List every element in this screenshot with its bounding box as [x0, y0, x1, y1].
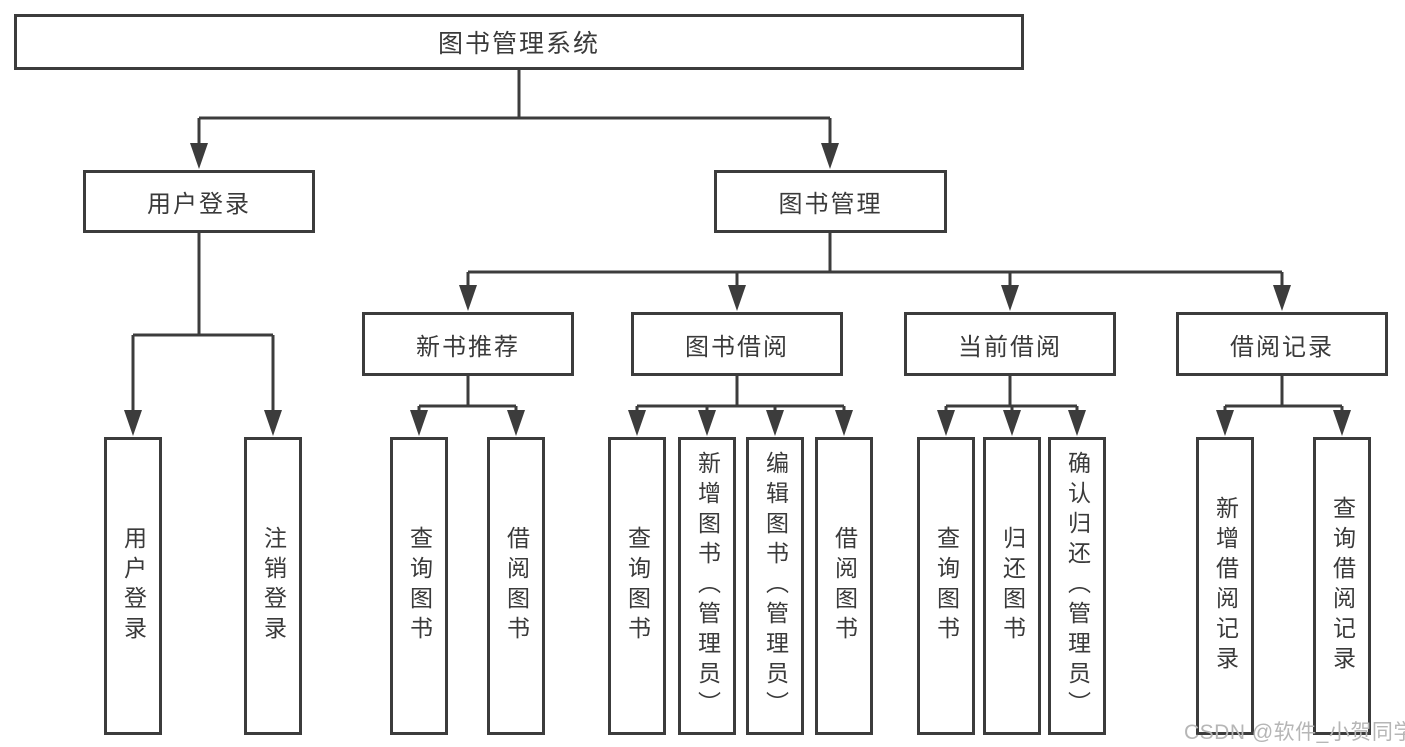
leaf-confirm-return-admin: 确认归还（管理员）: [1048, 437, 1106, 735]
leaf-logout: 注销登录: [244, 437, 302, 735]
node-label: 归还图书: [999, 526, 1026, 646]
node-label: 借阅图书: [831, 526, 858, 646]
node-borrowing-records: 借阅记录: [1176, 312, 1388, 376]
leaf-add-borrow-record: 新增借阅记录: [1196, 437, 1254, 735]
leaf-query-books-borrowing: 查询图书: [608, 437, 666, 735]
csdn-watermark: CSDN @软件_小贺同学: [1184, 721, 1405, 744]
leaf-add-books-admin: 新增图书（管理员）: [678, 437, 736, 735]
node-label: 图书借阅: [685, 333, 789, 361]
leaf-query-books-recommend: 查询图书: [390, 437, 448, 735]
node-label: 图书管理: [778, 191, 883, 218]
node-label: 注销登录: [260, 526, 287, 646]
node-label: 查询图书: [624, 526, 651, 646]
node-label: 新增借阅记录: [1212, 496, 1239, 676]
node-label: 用户登录: [120, 526, 147, 646]
leaf-user-login: 用户登录: [104, 437, 162, 735]
leaf-return-books: 归还图书: [983, 437, 1041, 735]
node-label: 编辑图书（管理员）: [762, 451, 789, 721]
node-label: 图书管理系统: [437, 30, 600, 58]
node-label: 用户登录: [147, 191, 251, 218]
node-label: 查询图书: [933, 526, 960, 646]
node-label: 查询借阅记录: [1329, 496, 1356, 676]
leaf-query-borrow-record: 查询借阅记录: [1313, 437, 1371, 735]
node-current-borrowing: 当前借阅: [904, 312, 1116, 376]
node-label: 新增图书（管理员）: [694, 451, 721, 721]
node-label: 确认归还（管理员）: [1064, 451, 1091, 721]
leaf-borrow-books: 借阅图书: [815, 437, 873, 735]
node-label: 借阅记录: [1230, 333, 1334, 361]
node-label: 当前借阅: [958, 333, 1062, 361]
node-new-book-recommendation: 新书推荐: [362, 312, 574, 376]
node-library-management-system: 图书管理系统: [14, 14, 1024, 70]
leaf-query-books-current: 查询图书: [917, 437, 975, 735]
node-book-borrowing: 图书借阅: [631, 312, 843, 376]
leaf-borrow-books-recommend: 借阅图书: [487, 437, 545, 735]
node-user-login: 用户登录: [83, 170, 315, 233]
node-label: 借阅图书: [503, 526, 530, 646]
leaf-edit-books-admin: 编辑图书（管理员）: [746, 437, 804, 735]
node-label: 新书推荐: [416, 333, 520, 361]
node-label: 查询图书: [406, 526, 433, 646]
node-book-management: 图书管理: [714, 170, 947, 233]
